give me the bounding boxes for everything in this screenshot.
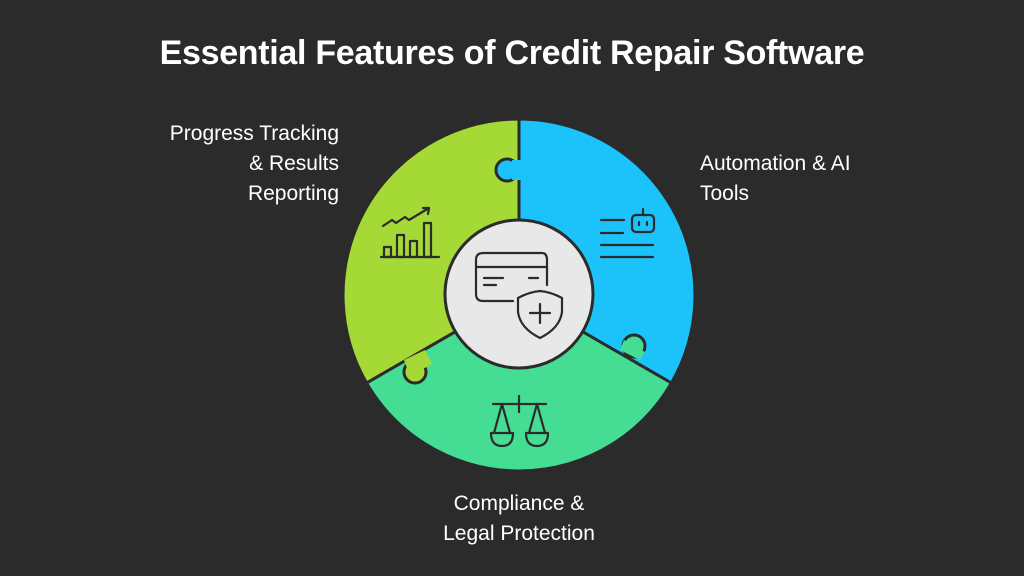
chart-trend-icon xyxy=(379,206,441,259)
segment-compliance xyxy=(365,293,673,473)
label-automation: Automation & AI Tools xyxy=(700,149,851,209)
label-line: Legal Protection xyxy=(443,522,595,545)
label-line: Tools xyxy=(700,182,750,205)
label-line: Compliance & xyxy=(453,492,585,515)
label-line: Progress Tracking xyxy=(169,122,339,145)
label-progress-tracking: Progress Tracking & Results Reporting xyxy=(170,119,339,209)
page-title: Essential Features of Credit Repair Soft… xyxy=(159,34,865,72)
label-line: Reporting xyxy=(247,182,339,205)
label-line: Automation & AI xyxy=(700,152,851,175)
label-line: & Results xyxy=(249,152,339,175)
scales-icon xyxy=(489,394,550,448)
robot-text-icon xyxy=(599,207,656,259)
center-circle xyxy=(443,218,595,370)
credit-card-shield-icon xyxy=(474,251,564,340)
label-compliance: Compliance & Legal Protection xyxy=(419,489,619,549)
